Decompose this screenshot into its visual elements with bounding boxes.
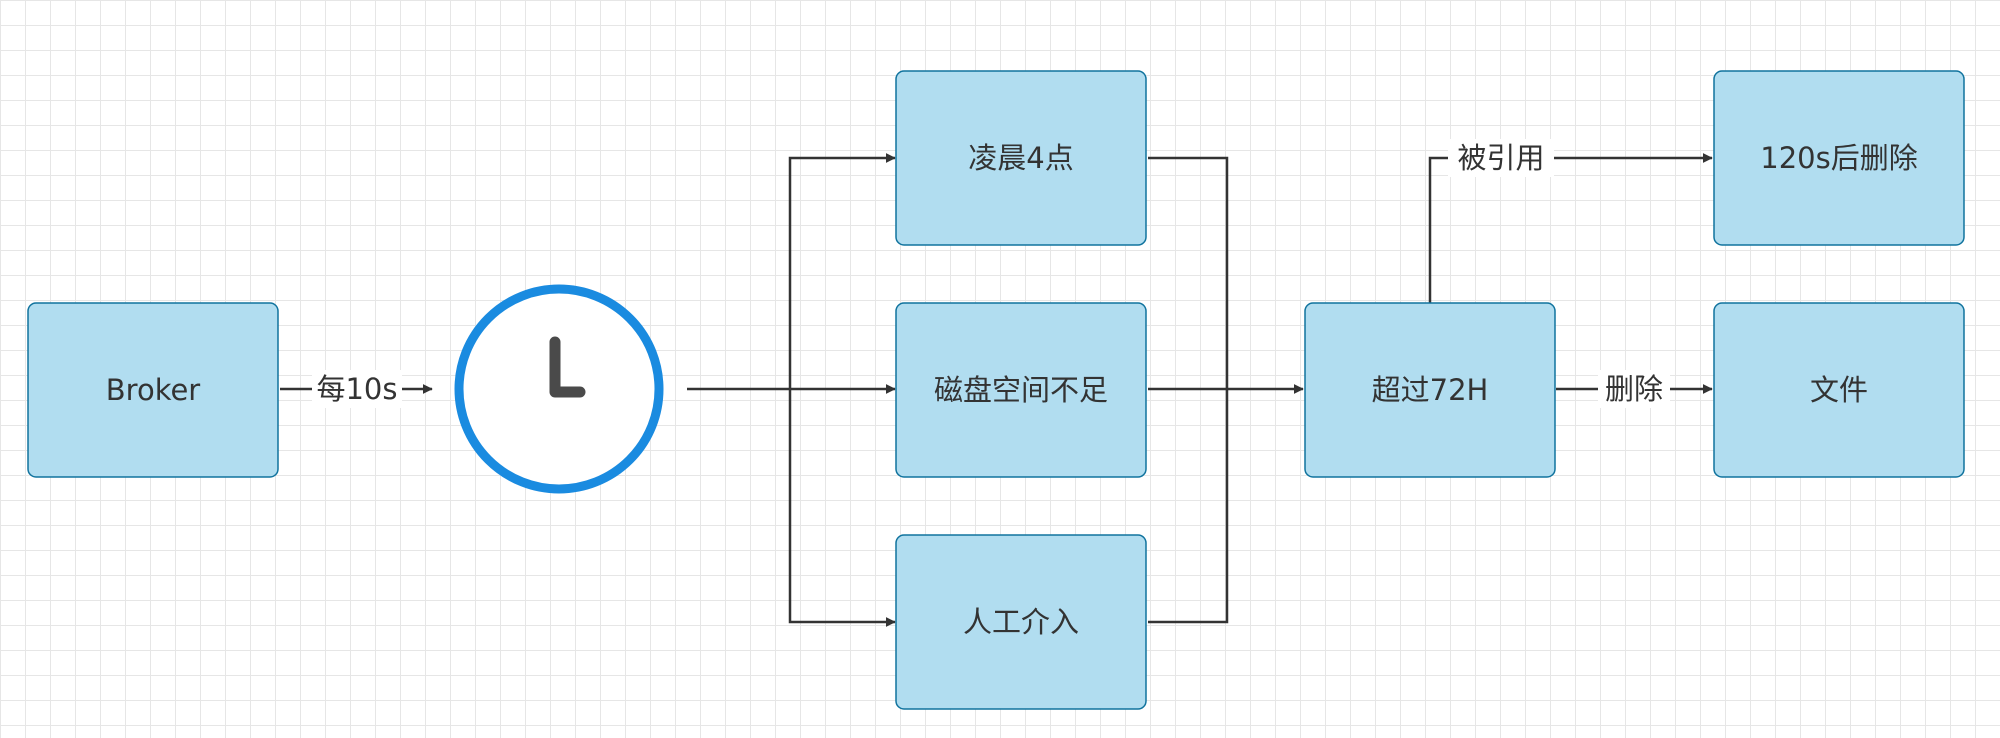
edge-clock-to-morning [788,153,896,389]
node-file[interactable]: 文件 [1713,302,1965,478]
node-delete120[interactable]: 120s后删除 [1713,70,1965,246]
node-disk-label: 磁盘空间不足 [934,373,1108,407]
edge-label-every10s: 每10s [312,370,402,408]
node-broker-label: Broker [106,373,201,407]
node-manual[interactable]: 人工介入 [895,534,1147,710]
node-manual-label: 人工介入 [963,605,1079,639]
node-delete120-label: 120s后删除 [1760,141,1917,175]
node-morning[interactable]: 凌晨4点 [895,70,1147,246]
node-over72-label: 超过72H [1372,373,1489,407]
edge-label-delete: 删除 [1598,370,1670,408]
node-broker[interactable]: Broker [27,302,279,478]
node-disk[interactable]: 磁盘空间不足 [895,302,1147,478]
edge-label-referenced-text: 被引用 [1457,141,1544,175]
clock-icon [454,284,664,494]
edge-label-every10s-text: 每10s [316,372,397,406]
edge-label-referenced: 被引用 [1448,139,1554,177]
edge-clock-to-manual [788,389,896,627]
node-over72[interactable]: 超过72H [1304,302,1556,478]
node-file-label: 文件 [1810,373,1868,407]
edge-morning-to-merge [1148,156,1229,389]
edge-over72-to-delete120 [1428,153,1713,303]
edge-manual-to-merge [1148,389,1229,624]
node-morning-label: 凌晨4点 [968,141,1073,175]
edge-label-delete-text: 删除 [1605,372,1663,406]
